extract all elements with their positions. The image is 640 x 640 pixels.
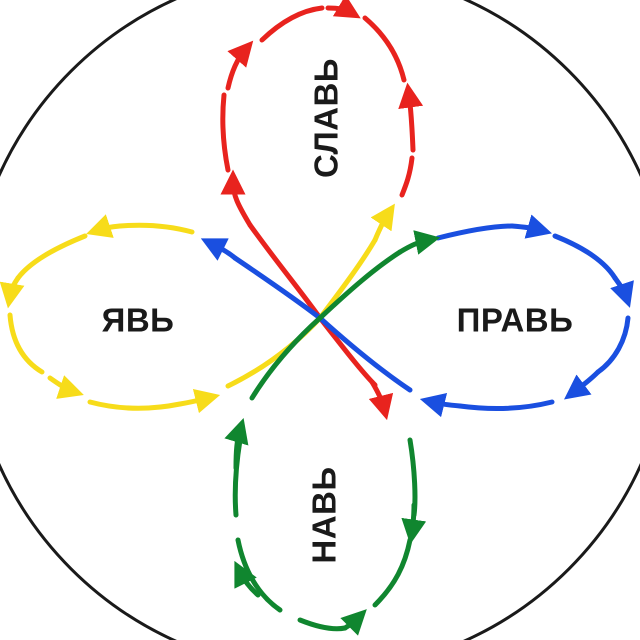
yav-arrow-left [0,275,25,309]
prav-arrow-bottom-left [419,392,463,418]
prav-loop [200,214,634,418]
yav-arrow-to-top [370,203,395,243]
yav-arrow-bottom-right [177,388,221,414]
nav-arrow-bottom [340,609,367,636]
slav-loop [220,0,424,421]
yav-arrow-bottom-left [47,375,84,399]
label-yav: ЯВЬ [102,302,175,339]
slav-arrow-down-left [220,169,253,228]
nav-arrow-up-left [224,418,249,471]
yav-arrow-top-left [86,214,123,238]
label-prav: ПРАВЬ [457,302,574,339]
nav-arrow-down-right [401,502,427,545]
prav-arrow-top-right [509,214,553,239]
prav-arrow-bottom-right [564,369,601,400]
slav-arrow-up-right [398,82,424,153]
nav-arrow-to-right [397,230,441,255]
label-slav: СЛАВЬ [308,58,345,178]
label-nav: НАВЬ [306,466,343,563]
prav-arrow-to-left [200,238,238,261]
nav-arrow-bottom-left [234,560,261,598]
prav-arrow-right [610,275,634,308]
nav-loop [224,230,441,636]
slav-arrow-top [325,0,361,19]
slav-arrow-up-left [225,40,254,91]
slav-arrow-bottom [368,379,394,421]
yav-loop [0,203,395,414]
